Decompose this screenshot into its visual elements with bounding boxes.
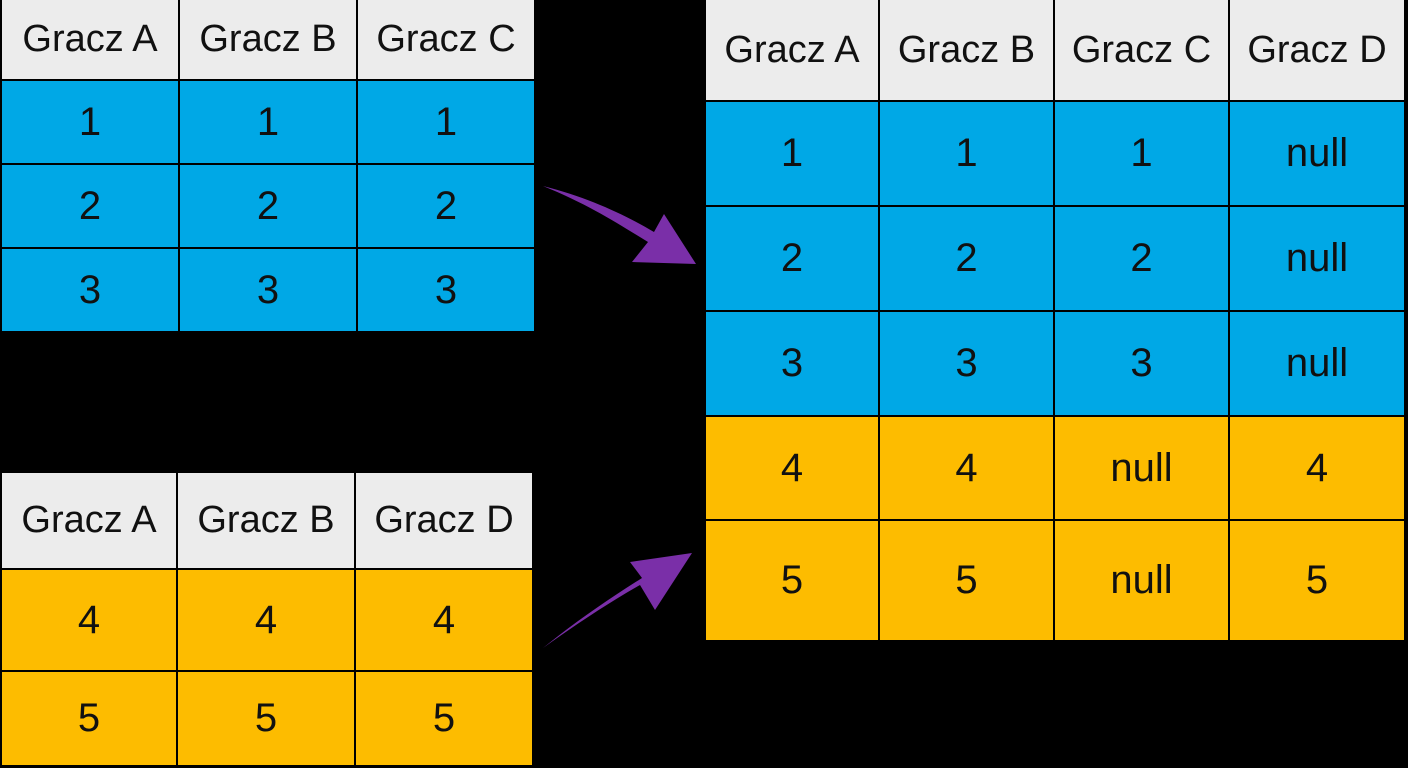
table-cell: 2 xyxy=(706,207,878,310)
table-cell: 5 xyxy=(2,672,176,765)
header-cell: Gracz B xyxy=(180,0,356,79)
arrow-bottom-icon xyxy=(543,553,692,648)
table-cell: 3 xyxy=(1055,312,1228,415)
source-table-bottom: Gracz A Gracz B Gracz D 4 4 4 5 5 5 xyxy=(2,473,532,765)
header-cell: Gracz C xyxy=(358,0,534,79)
header-cell: Gracz A xyxy=(2,473,176,568)
table-cell: null xyxy=(1230,102,1404,205)
header-cell: Gracz C xyxy=(1055,0,1228,100)
table-cell: 4 xyxy=(880,417,1053,519)
table-cell: 1 xyxy=(706,102,878,205)
table-cell: 2 xyxy=(180,165,356,247)
header-cell: Gracz A xyxy=(2,0,178,79)
table-cell: 3 xyxy=(706,312,878,415)
header-cell: Gracz A xyxy=(706,0,878,100)
table-cell: 2 xyxy=(2,165,178,247)
table-cell: 4 xyxy=(356,570,532,670)
table-cell: 3 xyxy=(2,249,178,331)
table-cell: null xyxy=(1055,521,1228,640)
table-cell: 4 xyxy=(1230,417,1404,519)
result-table: Gracz A Gracz B Gracz C Gracz D 1 1 1 nu… xyxy=(706,0,1404,640)
table-cell: null xyxy=(1230,312,1404,415)
table-cell: null xyxy=(1055,417,1228,519)
table-cell: null xyxy=(1230,207,1404,310)
table-cell: 5 xyxy=(356,672,532,765)
table-cell: 2 xyxy=(880,207,1053,310)
header-cell: Gracz D xyxy=(1230,0,1404,100)
header-cell: Gracz B xyxy=(178,473,354,568)
table-cell: 1 xyxy=(358,81,534,163)
arrow-top-icon xyxy=(543,186,696,264)
table-cell: 5 xyxy=(880,521,1053,640)
table-cell: 1 xyxy=(880,102,1053,205)
table-cell: 3 xyxy=(880,312,1053,415)
table-cell: 5 xyxy=(706,521,878,640)
table-cell: 4 xyxy=(2,570,176,670)
table-cell: 1 xyxy=(1055,102,1228,205)
table-cell: 4 xyxy=(706,417,878,519)
table-cell: 1 xyxy=(180,81,356,163)
table-cell: 2 xyxy=(358,165,534,247)
table-cell: 2 xyxy=(1055,207,1228,310)
header-cell: Gracz B xyxy=(880,0,1053,100)
table-cell: 3 xyxy=(358,249,534,331)
source-table-top: Gracz A Gracz B Gracz C 1 1 1 2 2 2 3 3 … xyxy=(2,0,534,331)
table-cell: 5 xyxy=(178,672,354,765)
table-cell: 4 xyxy=(178,570,354,670)
table-cell: 1 xyxy=(2,81,178,163)
table-cell: 5 xyxy=(1230,521,1404,640)
header-cell: Gracz D xyxy=(356,473,532,568)
table-cell: 3 xyxy=(180,249,356,331)
